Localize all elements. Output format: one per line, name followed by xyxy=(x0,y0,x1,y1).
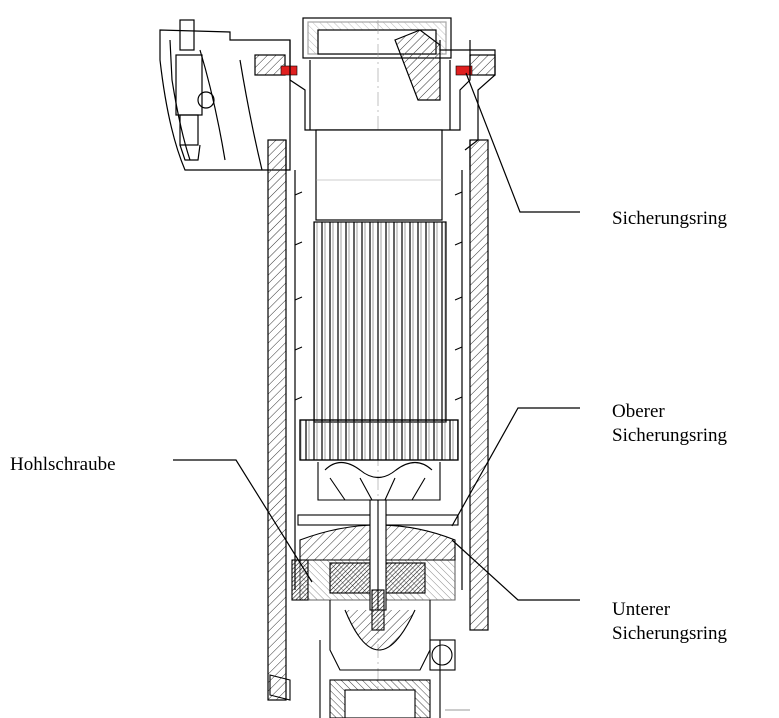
leader-hohlschraube xyxy=(173,459,313,583)
label-unterer-line1: Unterer xyxy=(612,599,671,620)
leader-unterer xyxy=(451,539,580,601)
label-oberer-line1: Oberer xyxy=(612,401,665,422)
right-seal-ring xyxy=(455,65,473,76)
main-housing xyxy=(267,139,489,701)
label-hohlschraube-text: Hohlschraube xyxy=(10,454,116,475)
label-unterer-sicherungsring: Unterer Sicherungsring xyxy=(612,598,727,646)
label-sicherungsring: Sicherungsring xyxy=(612,207,727,231)
label-oberer-line2: Sicherungsring xyxy=(612,425,728,446)
label-sicherungsring-text: Sicherungsring xyxy=(612,208,728,229)
leader-oberer xyxy=(451,407,580,527)
valve-assembly xyxy=(269,461,470,718)
label-unterer-line2: Sicherungsring xyxy=(612,623,728,644)
seal-rings xyxy=(280,65,473,76)
label-oberer-sicherungsring: Oberer Sicherungsring xyxy=(612,400,727,448)
label-hohlschraube: Hohlschraube xyxy=(10,453,116,477)
left-seal-ring xyxy=(280,65,298,76)
filter-cartridge xyxy=(299,129,459,461)
leader-lines xyxy=(173,72,580,601)
leader-sicherungsring xyxy=(465,72,580,213)
top-cap xyxy=(289,17,471,690)
threaded-plug xyxy=(394,29,441,101)
